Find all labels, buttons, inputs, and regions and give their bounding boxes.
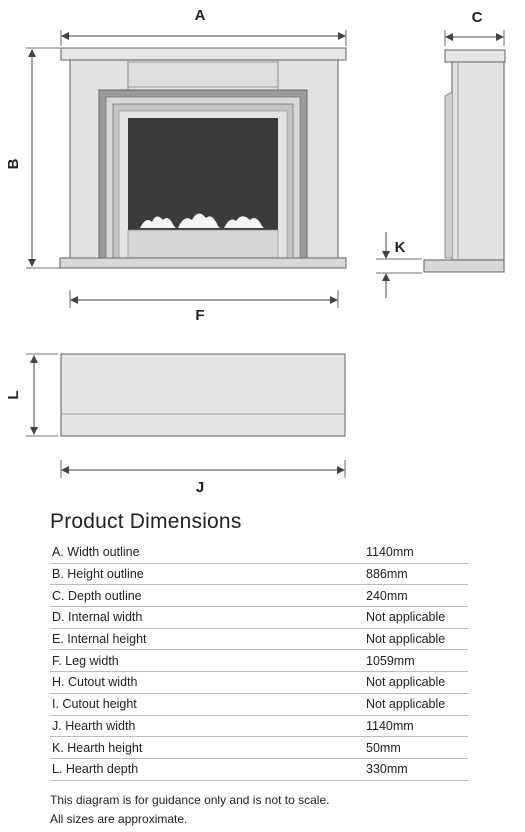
dimension-value: 240mm xyxy=(364,584,468,608)
dimension-label-a: A xyxy=(195,7,206,24)
dimension-label: H. Cutout width xyxy=(50,671,364,694)
fire-base xyxy=(127,229,279,261)
dimension-value: Not applicable xyxy=(364,671,468,694)
dimension-value: 1140mm xyxy=(364,542,468,564)
dimension-value: 886mm xyxy=(364,563,468,586)
front-view: A B F xyxy=(5,7,347,324)
dimension-label: L. Hearth depth xyxy=(50,758,364,781)
dimension-label: B. Height outline xyxy=(50,563,364,586)
disclaimer-notes: This diagram is for guidance only and is… xyxy=(50,791,470,829)
hearth-top xyxy=(60,353,346,437)
side-hearth xyxy=(423,259,505,273)
upper-panel xyxy=(127,61,279,88)
section-title: Product Dimensions xyxy=(50,510,242,533)
note-guidance: This diagram is for guidance only and is… xyxy=(50,792,330,807)
dimension-label: D. Internal width xyxy=(50,606,364,629)
dimension-label-j: J xyxy=(196,479,204,496)
dimension-value: Not applicable xyxy=(364,693,468,716)
dimension-label: I. Cutout height xyxy=(50,693,364,716)
dimension-value: 330mm xyxy=(364,758,468,781)
dimension-label-l: L xyxy=(5,390,22,399)
dimension-label-c: C xyxy=(472,9,483,26)
dimension-label: F. Leg width xyxy=(50,649,364,673)
dimension-value: 1059mm xyxy=(364,649,468,673)
fireplace-diagram: A B F C K L xyxy=(5,7,506,496)
dimension-value: 50mm xyxy=(364,736,468,759)
dimension-value: 1140mm xyxy=(364,715,468,738)
side-body xyxy=(451,61,505,261)
fuel-bed xyxy=(140,213,264,228)
dimension-value: Not applicable xyxy=(364,628,468,651)
dimension-label-b: B xyxy=(5,158,22,169)
dimension-label: K. Hearth height xyxy=(50,736,364,759)
dimension-label: E. Internal height xyxy=(50,628,364,651)
side-mantel xyxy=(444,49,506,63)
dimension-label-k: K xyxy=(395,239,406,256)
mantel-shelf xyxy=(60,47,347,61)
firebox xyxy=(128,118,278,230)
hearth-plinth xyxy=(59,257,347,269)
dimension-label: J. Hearth width xyxy=(50,715,364,738)
dimension-label: C. Depth outline xyxy=(50,584,364,608)
note-approximate: All sizes are approximate. xyxy=(50,811,188,826)
side-view: C K xyxy=(376,9,506,298)
dimension-value: Not applicable xyxy=(364,606,468,629)
hearth-view: L J xyxy=(5,353,346,496)
dimension-label: A. Width outline xyxy=(50,542,364,564)
dimension-label-f: F xyxy=(195,307,204,324)
